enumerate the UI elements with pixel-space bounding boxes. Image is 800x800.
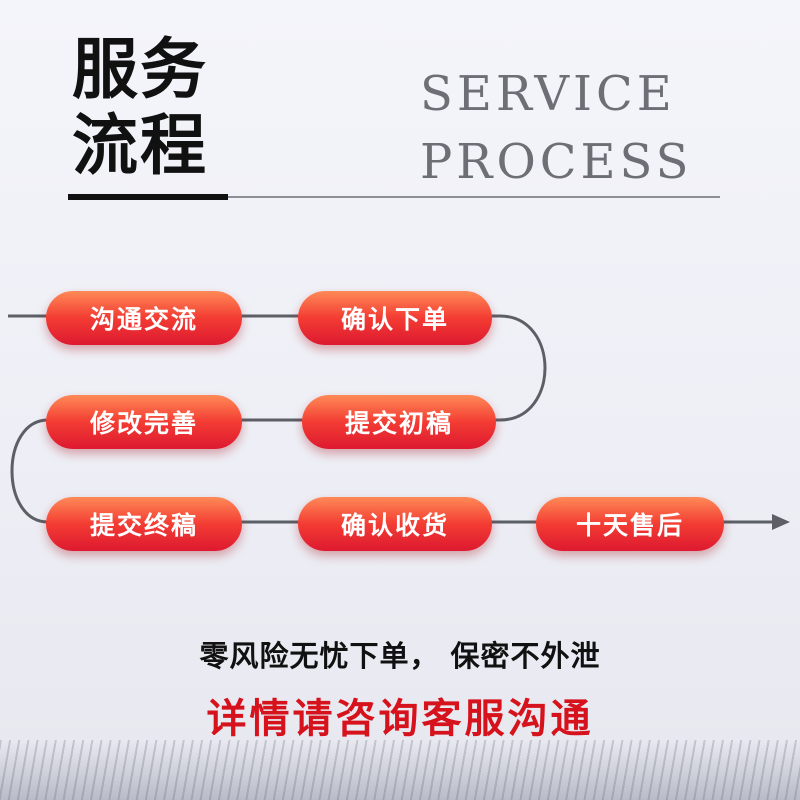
title-line-1: 服务 [72, 31, 208, 108]
english-title: SERVICE PROCESS [420, 60, 692, 196]
step-communicate: 沟通交流 [46, 291, 242, 345]
english-title-line-1: SERVICE [420, 66, 676, 122]
decorative-background-stripes [0, 740, 800, 800]
contact-cta-text: 详情请咨询客服沟通 [206, 696, 594, 742]
connector-row-2 [10, 418, 772, 524]
header-accent-bar [68, 194, 228, 200]
step-confirm-order: 确认下单 [298, 291, 492, 345]
header-divider [228, 196, 720, 198]
english-title-line-2: PROCESS [420, 134, 693, 190]
slogan-text: 零风险无忧下单， 保密不外泄 [199, 639, 601, 673]
step-submit-draft: 提交初稿 [302, 395, 496, 449]
step-revise: 修改完善 [46, 395, 242, 449]
title-line-2: 流程 [72, 107, 208, 184]
page-title: 服务 流程 [72, 32, 208, 184]
connector-row-1 [8, 314, 547, 422]
step-submit-final: 提交终稿 [46, 497, 242, 551]
flow-arrow-icon [772, 514, 790, 530]
step-after-sales: 十天售后 [536, 497, 724, 551]
step-confirm-receipt: 确认收货 [298, 497, 492, 551]
